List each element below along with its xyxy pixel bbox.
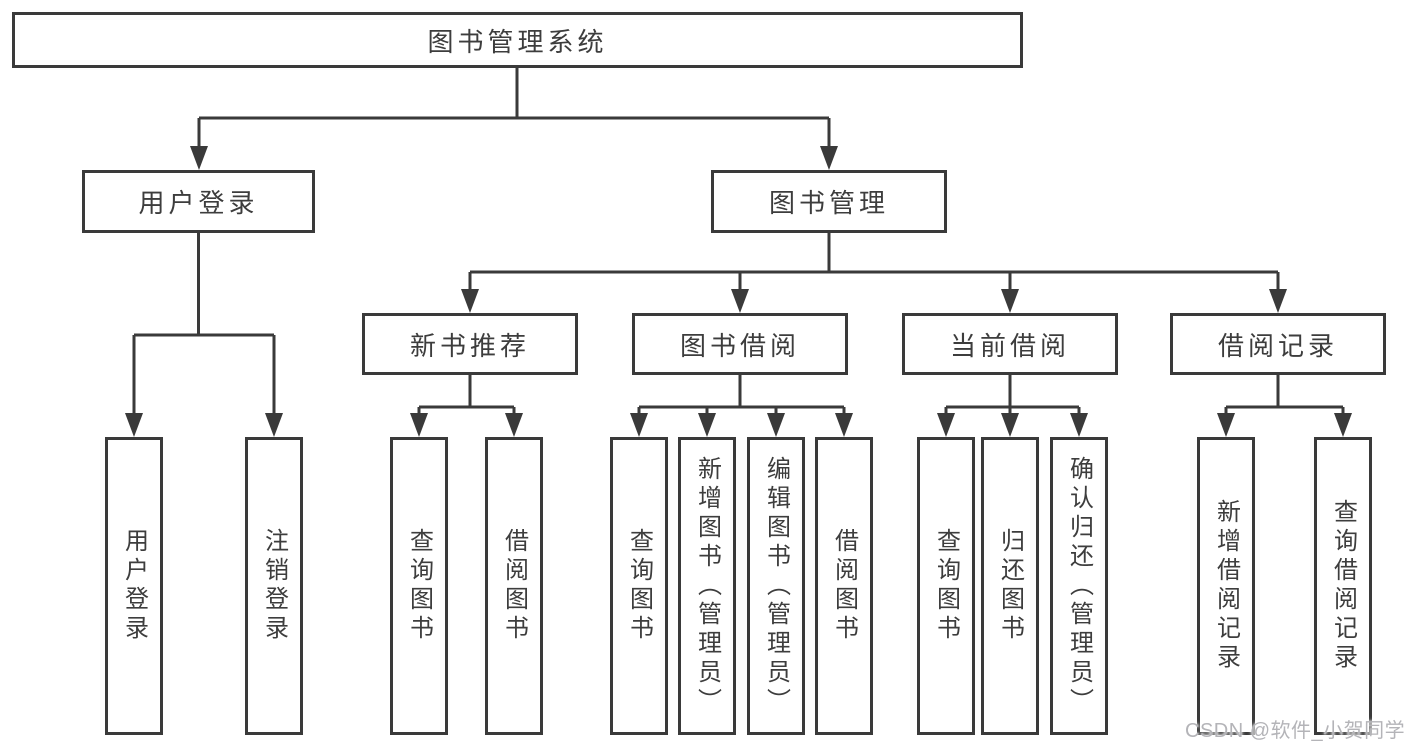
node-book-borrowing: 图书借阅 — [632, 313, 848, 375]
node-borrowing-records: 借阅记录 — [1170, 313, 1386, 375]
leaf-logout-label: 注销登录 — [260, 528, 288, 644]
leaf-query-books-current: 查询图书 — [917, 437, 975, 735]
leaf-query-books-recommend: 查询图书 — [390, 437, 448, 735]
leaf-add-book-admin: 新增图书（管理员） — [678, 437, 736, 735]
leaf-return-book-label: 归还图书 — [996, 528, 1024, 644]
leaf-borrow-books-recommend-label: 借阅图书 — [500, 528, 528, 644]
leaf-user-login-label: 用户登录 — [120, 528, 148, 644]
connector-lines — [132, 68, 1345, 414]
leaf-query-books-recommend-label: 查询图书 — [405, 528, 433, 644]
csdn-watermark: CSDN @软件_小贺同学 — [1185, 720, 1405, 742]
leaf-edit-book-admin-label: 编辑图书（管理员） — [762, 455, 790, 717]
node-book-management-label: 图书管理 — [768, 188, 889, 218]
node-library-system-label: 图书管理系统 — [427, 26, 608, 57]
node-library-system: 图书管理系统 — [12, 12, 1023, 68]
leaf-edit-book-admin: 编辑图书（管理员） — [747, 437, 805, 735]
leaf-borrow-books: 借阅图书 — [815, 437, 873, 735]
leaf-borrow-books-recommend: 借阅图书 — [485, 437, 543, 735]
leaf-return-book: 归还图书 — [981, 437, 1039, 735]
arrowheads — [125, 146, 1352, 437]
node-current-borrowing: 当前借阅 — [902, 313, 1118, 375]
leaf-add-borrow-record-label: 新增借阅记录 — [1212, 499, 1240, 673]
node-current-borrowing-label: 当前借阅 — [949, 330, 1070, 361]
node-book-management: 图书管理 — [711, 170, 947, 233]
leaf-borrow-books-label: 借阅图书 — [830, 528, 858, 644]
leaf-confirm-return-admin: 确认归还（管理员） — [1050, 437, 1108, 735]
leaf-query-books-borrowing: 查询图书 — [610, 437, 668, 735]
node-borrowing-records-label: 借阅记录 — [1217, 330, 1338, 361]
leaf-query-books-current-label: 查询图书 — [932, 528, 960, 644]
node-user-login-group: 用户登录 — [82, 170, 315, 233]
leaf-logout: 注销登录 — [245, 437, 303, 735]
node-book-borrowing-label: 图书借阅 — [679, 330, 800, 361]
leaf-query-borrow-record: 查询借阅记录 — [1314, 437, 1372, 735]
leaf-user-login: 用户登录 — [105, 437, 163, 735]
node-new-book-recommend: 新书推荐 — [362, 313, 578, 375]
node-new-book-recommend-label: 新书推荐 — [409, 330, 530, 361]
leaf-query-books-borrowing-label: 查询图书 — [625, 528, 653, 644]
leaf-add-borrow-record: 新增借阅记录 — [1197, 437, 1255, 735]
leaf-query-borrow-record-label: 查询借阅记录 — [1329, 499, 1357, 673]
leaf-confirm-return-admin-label: 确认归还（管理员） — [1065, 455, 1093, 717]
leaf-add-book-admin-label: 新增图书（管理员） — [693, 455, 721, 717]
node-user-login-group-label: 用户登录 — [138, 188, 259, 218]
